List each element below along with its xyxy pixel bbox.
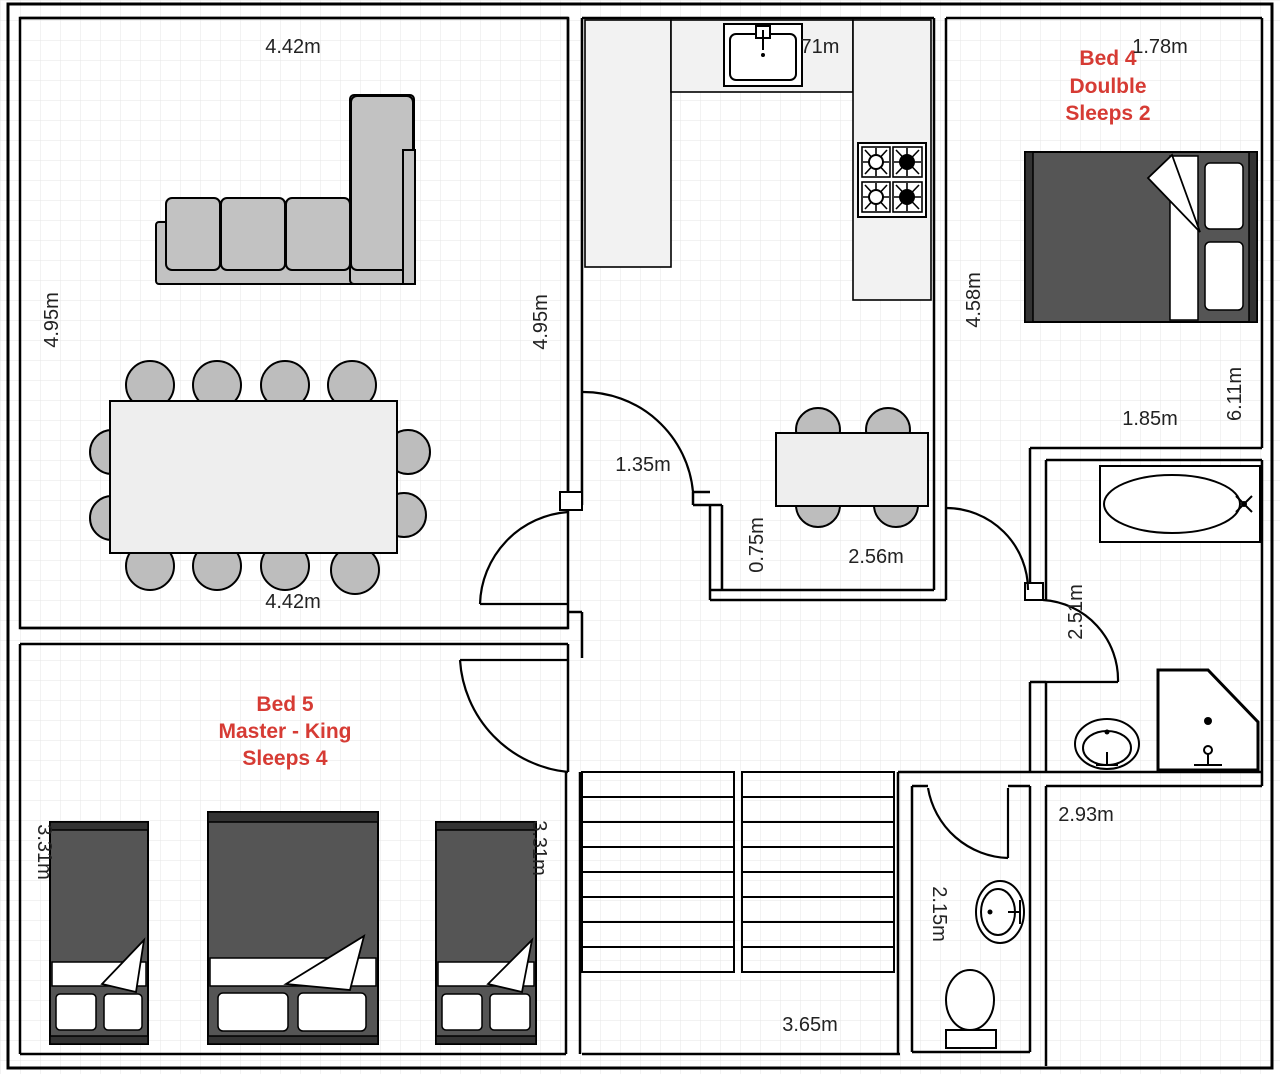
- bed5-label: Bed 5 Master - King Sleeps 4: [218, 693, 351, 770]
- bathroom: [1024, 458, 1264, 786]
- bed-icon: [435, 821, 537, 1045]
- bed4-label-sleeps: Sleeps 2: [1065, 102, 1150, 125]
- bed-icon: [49, 821, 149, 1045]
- bed4-label-type: Doulble: [1070, 75, 1147, 98]
- measure-living-top: 4.42m: [265, 36, 321, 58]
- measure-kitchen-island: 2.56m: [848, 546, 904, 568]
- doors: [458, 390, 1120, 860]
- sink-icon: [1074, 718, 1140, 770]
- measure-bed4-right: 6.11m: [1224, 367, 1246, 421]
- measure-living-right: 4.95m: [530, 294, 552, 350]
- measure-living-left: 4.95m: [41, 292, 63, 348]
- stairs-icon: [581, 771, 895, 973]
- measure-stairs-bottom: 3.65m: [782, 1014, 838, 1036]
- toilet-icon: [945, 969, 997, 1049]
- measure-kitchen-top: 71m: [801, 36, 840, 58]
- outer-wall: [6, 2, 1274, 1070]
- kitchen-island: [775, 407, 929, 528]
- measure-bath-below: 2.93m: [1058, 804, 1114, 826]
- dining-table-icon: [89, 360, 431, 595]
- bed4-label-name: Bed 4: [1079, 47, 1137, 70]
- bathtub-icon: [1099, 465, 1261, 543]
- measure-bed5-left: 3.31m: [33, 824, 55, 880]
- bed-icon: [207, 811, 379, 1045]
- hall-walls: [582, 770, 1262, 1066]
- bed4-room: [946, 16, 1264, 588]
- bed5-room: [18, 642, 582, 1056]
- measure-hall-step: 0.75m: [746, 517, 768, 573]
- bed-icon: [1024, 151, 1258, 323]
- sink-icon: [975, 880, 1025, 944]
- stove-icon: [857, 142, 927, 218]
- sink-icon: [723, 23, 803, 87]
- bed5-label-name: Bed 5: [256, 693, 314, 716]
- bed5-label-sleeps: Sleeps 4: [242, 747, 328, 770]
- measure-bed5-right: 3.31m: [528, 820, 550, 876]
- wc-room: [910, 786, 1032, 1054]
- measure-bed4-left: 4.58m: [963, 272, 985, 328]
- living-room: [18, 16, 584, 658]
- measure-living-bottom: 4.42m: [265, 591, 321, 613]
- measure-wc-side: 2.15m: [928, 886, 950, 942]
- bed5-label-type: Master - King: [218, 720, 351, 743]
- shower-icon: [1156, 668, 1260, 772]
- measurements: 4.42m 4.42m 4.95m 4.95m 71m 1.35m 0.75m …: [33, 36, 1246, 1036]
- measure-bath-side: 2.51m: [1065, 584, 1087, 640]
- measure-bed4-bottom: 1.85m: [1122, 408, 1178, 430]
- bed4-label: Bed 4 Doulble Sleeps 2: [1065, 47, 1150, 125]
- measure-hall-door: 1.35m: [615, 454, 671, 476]
- measure-bed4-top: 1.78m: [1132, 36, 1188, 58]
- sofa-icon: [155, 94, 416, 285]
